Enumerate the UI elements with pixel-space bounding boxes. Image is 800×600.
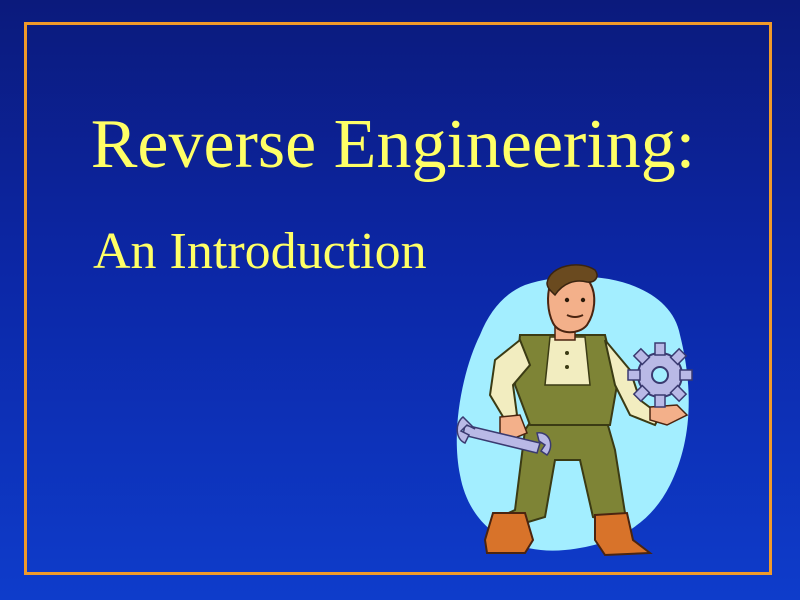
slide-subtitle: An Introduction xyxy=(93,223,427,280)
hair xyxy=(546,264,598,297)
right-boot xyxy=(594,511,653,557)
shirt-bib xyxy=(544,336,591,386)
slide-title: Reverse Engineering: xyxy=(90,106,696,183)
wrench-icon xyxy=(456,416,552,457)
left-boot xyxy=(483,512,535,554)
slide-frame-border xyxy=(24,22,772,575)
gear-icon xyxy=(627,342,693,408)
mechanic-with-wrench-and-gear-icon xyxy=(456,264,693,557)
